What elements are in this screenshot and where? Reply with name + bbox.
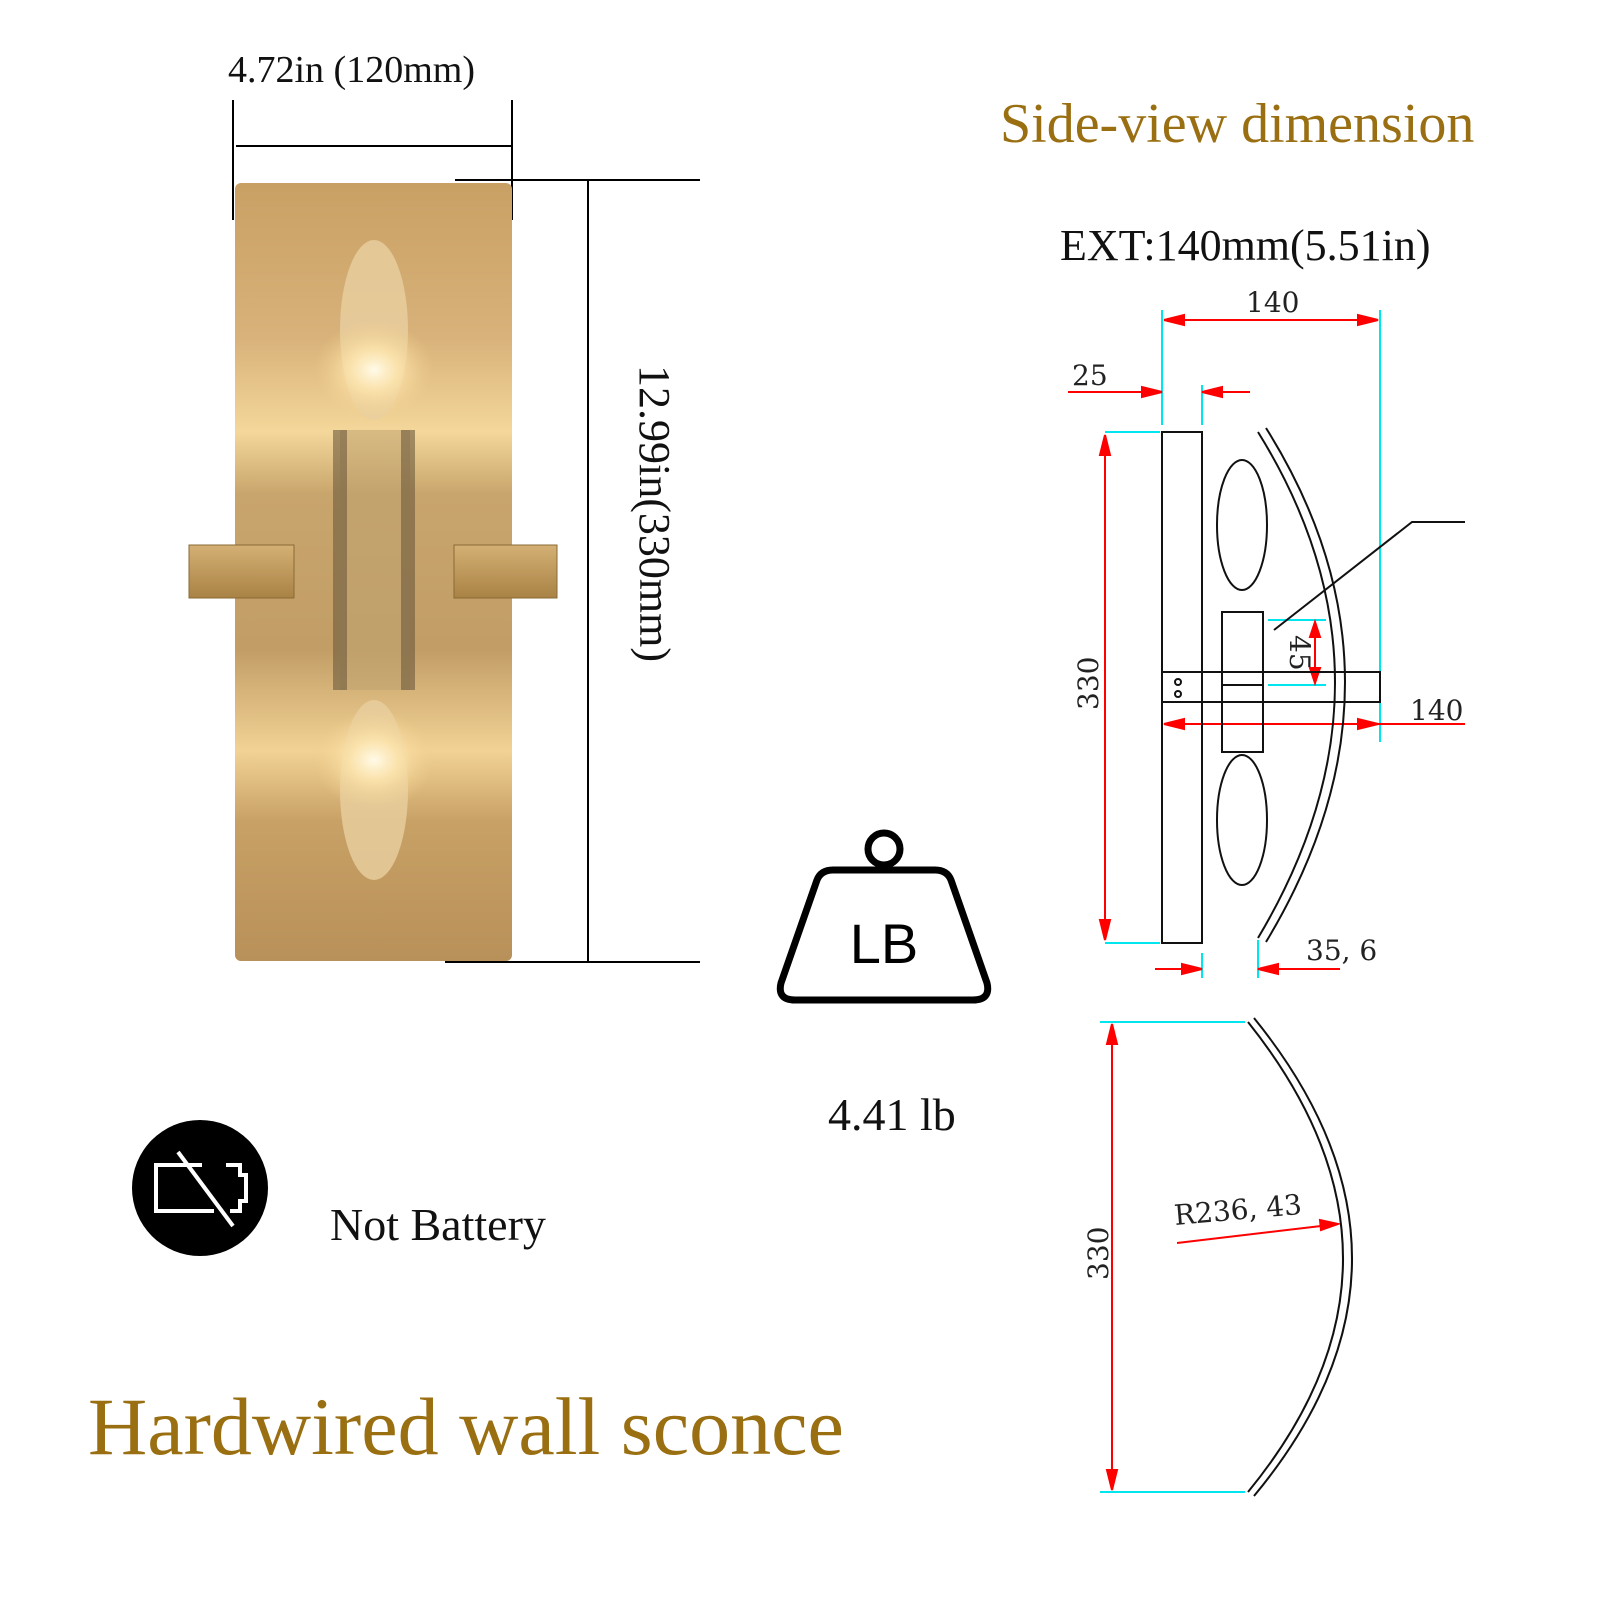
dim-arm-depth: 140 [1410,694,1463,727]
shade-profile-drawing: 330 R236, 43 [1082,1017,1353,1497]
bulb-top-glow [314,320,434,420]
candle-bulb-bottom [1216,754,1268,886]
brass-clamp-left [188,544,295,599]
bulb-bottom-glow [314,710,434,810]
brass-clamp-right [453,544,558,599]
dim-top-depth: 140 [1246,286,1299,319]
width-dimension-label: 4.72in (120mm) [228,49,475,91]
backplate [1161,431,1203,944]
side-view-title: Side-view dimension [1000,93,1475,155]
weight-icon-text: LB [850,912,919,975]
no-battery-icon [132,1120,268,1256]
side-view-drawing: 140 25 330 45 140 35, 6 [1068,286,1465,978]
extension-label: EXT:140mm(5.51in) [1060,221,1431,270]
product-illustration [188,100,700,963]
dim-backplate-depth: 25 [1072,359,1108,392]
central-column [340,430,410,690]
not-battery-label: Not Battery [330,1199,546,1250]
weight-icon: LB [776,829,992,1004]
dim-gap: 35, 6 [1306,934,1377,967]
profile-radius: R236, 43 [1173,1188,1303,1232]
dim-height: 330 [1072,657,1105,710]
socket [1221,611,1264,753]
arm [1161,671,1381,703]
height-dimension-label: 12.99in(330mm) [630,365,679,662]
product-title: Hardwired wall sconce [88,1381,844,1472]
dim-socket-offset: 45 [1283,635,1316,671]
weight-value: 4.41 lb [828,1089,956,1140]
candle-bulb-top [1216,459,1268,591]
profile-height: 330 [1082,1227,1115,1280]
shade-curve [1257,431,1336,939]
